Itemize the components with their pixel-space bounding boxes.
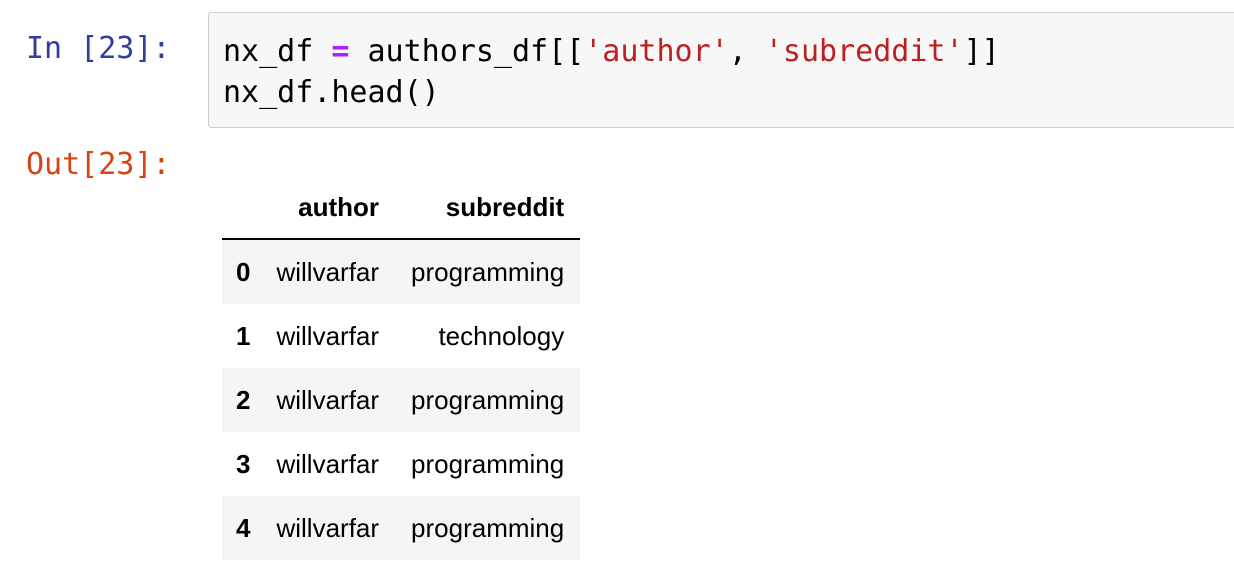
cell-author: willvarfar [276,448,380,479]
row-index: 4 [236,512,251,543]
cell-subreddit: programming [411,256,565,287]
row-index: 0 [236,256,251,287]
column-header-subreddit: subreddit [395,176,581,240]
row-index: 2 [236,384,251,415]
row-index: 1 [236,320,251,351]
table-row: 0 willvarfar programming [222,239,581,304]
cell-author: willvarfar [276,256,380,287]
table-row: 2 willvarfar programming [222,368,581,432]
output-prompt: Out[23]: [26,147,171,182]
cell-output: author subreddit 0 willvarfar programmin… [222,176,581,560]
cell-author: willvarfar [276,320,380,351]
code-string: 'subreddit' [764,34,964,69]
index-header [222,176,261,240]
table-header-row: author subreddit [222,176,581,240]
code-operator: = [331,34,350,69]
cell-subreddit: programming [411,512,565,543]
cell-subreddit: programming [411,384,565,415]
code-editor[interactable]: nx_df = authors_df[['author', 'subreddit… [223,31,1000,113]
cell-author: willvarfar [276,512,380,543]
input-prompt: In [23]: [26,31,171,66]
code-token: nx_df [223,34,332,69]
cell-subreddit: programming [411,448,565,479]
table-row: 1 willvarfar technology [222,304,581,368]
code-string: 'author' [584,34,729,69]
dataframe-table: author subreddit 0 willvarfar programmin… [222,176,581,560]
row-index: 3 [236,448,251,479]
cell-subreddit: technology [438,320,565,351]
table-row: 4 willvarfar programming [222,496,581,560]
code-token: ]] [963,34,1000,69]
cell-author: willvarfar [276,384,380,415]
column-header-author: author [260,176,396,240]
code-token: , [728,34,765,69]
code-cell-input[interactable]: nx_df = authors_df[['author', 'subreddit… [208,12,1234,128]
code-token: authors_df[[ [349,34,585,69]
table-row: 3 willvarfar programming [222,432,581,496]
code-token: nx_df.head() [223,75,440,110]
